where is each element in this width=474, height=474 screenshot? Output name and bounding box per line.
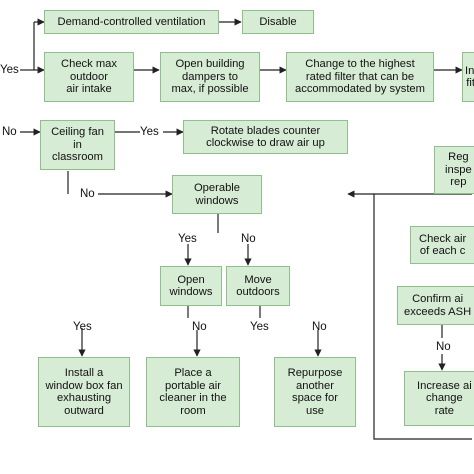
install-fitted-box: Instal fitted [462, 52, 474, 102]
label-yes-open-windows: Yes [73, 321, 92, 333]
check-max-outdoor-air-box: Check max outdoor air intake [44, 52, 134, 102]
portable-air-cleaner-box: Place a portable air cleaner in the room [146, 357, 240, 427]
label-no-ceiling-fan: No [80, 188, 95, 200]
operable-windows-box: Operable windows [172, 175, 262, 214]
label-no-move-outdoors: No [312, 321, 327, 333]
confirm-air-box: Confirm ai exceeds ASH [397, 286, 474, 325]
label-no-ceiling-fan-entry: No [2, 126, 17, 138]
increase-air-change-box: Increase ai change rate [404, 371, 474, 426]
disable-box: Disable [242, 10, 314, 34]
label-no-open-windows: No [192, 321, 207, 333]
move-outdoors-box: Move outdoors [226, 266, 290, 306]
check-air-box: Check air of each c [410, 226, 474, 264]
connector-right-loop [373, 193, 472, 440]
open-building-dampers-box: Open building dampers to max, if possibl… [160, 52, 260, 102]
label-yes-ceiling-fan: Yes [140, 126, 159, 138]
ceiling-fan-box: Ceiling fan in classroom [40, 120, 115, 170]
repurpose-space-box: Repurpose another space for use [274, 357, 356, 427]
label-no-confirm-air: No [436, 341, 451, 353]
window-box-fan-box: Install a window box fan exhausting outw… [38, 357, 130, 427]
connector-lines [20, 18, 472, 440]
label-yes-move-outdoors: Yes [250, 321, 269, 333]
label-yes-operable-windows: Yes [178, 233, 197, 245]
label-yes-top: Yes [0, 64, 19, 76]
regular-inspection-box: Reg inspe rep [434, 146, 474, 194]
rotate-blades-box: Rotate blades counter clockwise to draw … [183, 120, 348, 154]
demand-controlled-ventilation-box: Demand-controlled ventilation [44, 10, 219, 34]
open-windows-box: Open windows [160, 266, 222, 306]
change-filter-box: Change to the highest rated filter that … [286, 52, 434, 102]
label-no-operable-windows: No [241, 233, 256, 245]
